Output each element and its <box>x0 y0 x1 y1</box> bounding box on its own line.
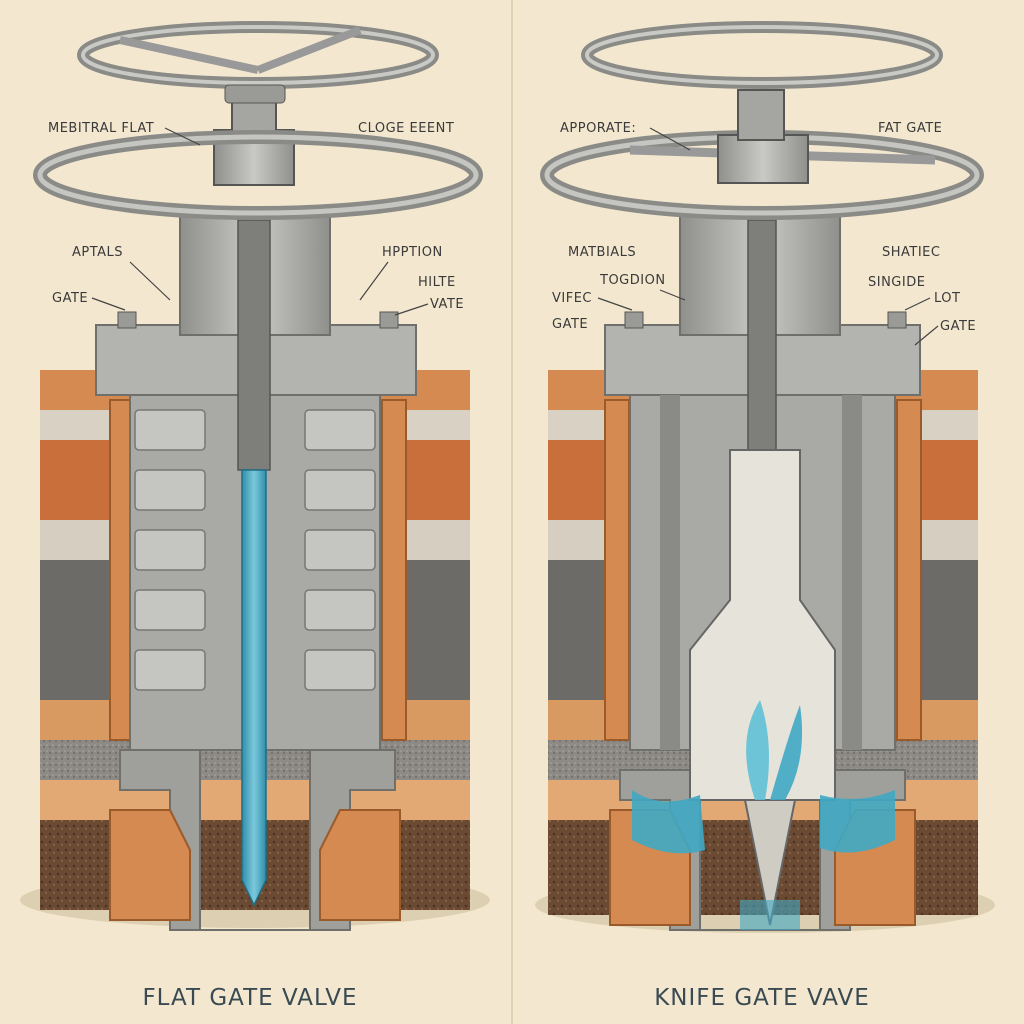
label-vate: VATE <box>430 297 464 312</box>
right-copper-liner <box>381 399 407 741</box>
handwheel-left <box>33 21 483 220</box>
label-cloge-eeent: CLOGE EEENT <box>358 121 454 136</box>
label-togdion: TOGDION <box>599 273 666 288</box>
left-copper-liner-knife <box>604 399 630 741</box>
label-mebitral-flat: MEBITRAL FLAT <box>48 121 154 136</box>
knife-gate-valve-illustration: APPORATE: FAT GATE MATBIALS TOGDION VIFE… <box>535 21 995 1011</box>
label-hilte: HILTE <box>418 275 456 290</box>
label-singide: SINGIDE <box>868 275 925 290</box>
label-fat-gate: FAT GATE <box>878 121 942 136</box>
label-shatiec: SHATIEC <box>882 245 940 260</box>
label-hpption: HPPTION <box>382 245 443 260</box>
label-gate-right-2: GATE <box>940 319 976 334</box>
water-flow-right <box>632 700 895 930</box>
caption-flat-gate-valve: FLAT GATE VALVE <box>142 985 357 1011</box>
handwheel-right <box>540 21 984 220</box>
label-matbials: MATBIALS <box>568 245 636 260</box>
flat-gate-valve-illustration: MEBITRAL FLAT CLOGE EEENT APTALS GATE HP… <box>20 21 490 1011</box>
label-vifec: VIFEC <box>552 291 592 306</box>
label-gate-right: GATE <box>552 317 588 332</box>
label-aptals: APTALS <box>72 245 123 260</box>
label-lot: LOT <box>934 291 960 306</box>
right-copper-liner-knife <box>896 399 922 741</box>
label-gate: GATE <box>52 291 88 306</box>
caption-knife-gate-valve: KNIFE GATE VAVE <box>654 985 870 1011</box>
label-apporate: APPORATE: <box>560 121 636 136</box>
